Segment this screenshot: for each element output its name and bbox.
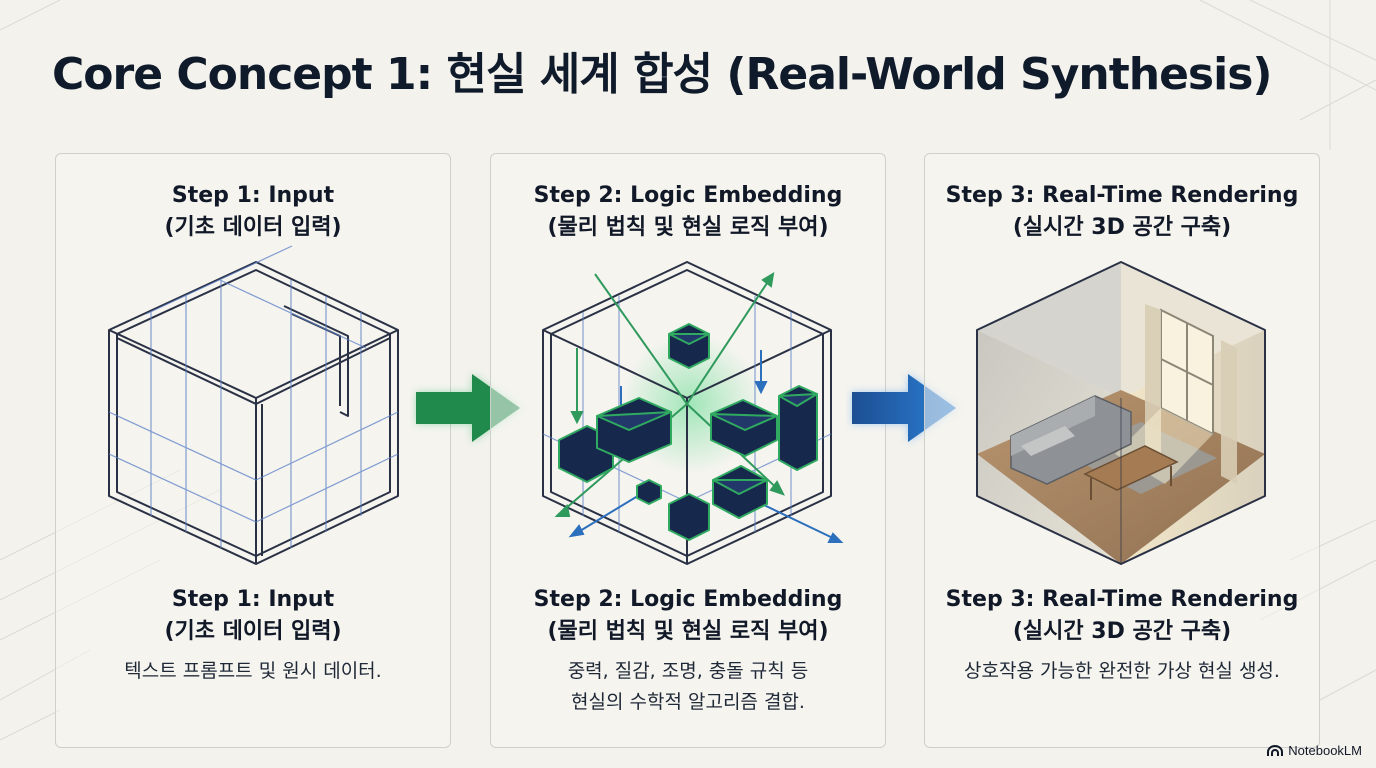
wireframe-cube-icon (108, 245, 399, 565)
step-1-desc-line-1: 텍스트 프롬프트 및 원시 데이터. (124, 660, 382, 682)
step-2-desc-line-1: 중력, 질감, 조명, 충돌 규칙 등 (567, 660, 809, 682)
page-title: Core Concept 1: 현실 세계 합성 (Real-World Syn… (52, 49, 1273, 100)
step-2-subtitle: (물리 법칙 및 현실 로직 부여) (547, 215, 829, 240)
step-2-panel: Step 2: Logic Embedding (물리 법칙 및 현실 로직 부… (490, 153, 886, 748)
notebooklm-logo-icon (1267, 744, 1284, 756)
step-3-top-heading: Step 3: Real-Time Rendering (실시간 3D 공간 구… (925, 180, 1319, 244)
step-3-title-repeat: Step 3: Real-Time Rendering (945, 587, 1299, 612)
brand-name: NotebookLM (1288, 743, 1362, 758)
step-3-panel: Step 3: Real-Time Rendering (실시간 3D 공간 구… (924, 153, 1320, 748)
step-3-bottom-heading: Step 3: Real-Time Rendering (실시간 3D 공간 구… (925, 584, 1319, 648)
step-2-title-repeat: Step 2: Logic Embedding (533, 587, 843, 612)
step-2-bottom-heading: Step 2: Logic Embedding (물리 법칙 및 현실 로직 부… (491, 584, 885, 648)
step-2-top-heading: Step 2: Logic Embedding (물리 법칙 및 현실 로직 부… (491, 180, 885, 244)
brand-logo: NotebookLM (1267, 743, 1362, 758)
step-3-subtitle-repeat: (실시간 3D 공간 구축) (1012, 619, 1232, 644)
step-1-subtitle: (기초 데이터 입력) (164, 215, 342, 240)
step-2-desc-line-2: 현실의 수학적 알고리즘 결합. (571, 691, 805, 713)
step-3-description: 상호작용 가능한 완전한 가상 현실 생성. (925, 656, 1319, 687)
step-3-subtitle: (실시간 3D 공간 구축) (1012, 215, 1232, 240)
rendered-room-icon (976, 261, 1266, 565)
step-1-title: Step 1: Input (171, 183, 335, 208)
step-1-subtitle-repeat: (기초 데이터 입력) (164, 619, 342, 644)
step-1-top-heading: Step 1: Input (기초 데이터 입력) (56, 180, 450, 244)
step-3-desc-line-1: 상호작용 가능한 완전한 가상 현실 생성. (964, 660, 1280, 682)
step-2-description: 중력, 질감, 조명, 충돌 규칙 등 현실의 수학적 알고리즘 결합. (491, 656, 885, 718)
step-2-subtitle-repeat: (물리 법칙 및 현실 로직 부여) (547, 619, 829, 644)
step-1-description: 텍스트 프롬프트 및 원시 데이터. (56, 656, 450, 687)
step-1-panel: Step 1: Input (기초 데이터 입력) (55, 153, 451, 748)
step-2-title: Step 2: Logic Embedding (533, 183, 843, 208)
step-1-title-repeat: Step 1: Input (171, 587, 335, 612)
step-3-title: Step 3: Real-Time Rendering (945, 183, 1299, 208)
step-1-bottom-heading: Step 1: Input (기초 데이터 입력) (56, 584, 450, 648)
physics-blocks-icon (542, 261, 844, 565)
